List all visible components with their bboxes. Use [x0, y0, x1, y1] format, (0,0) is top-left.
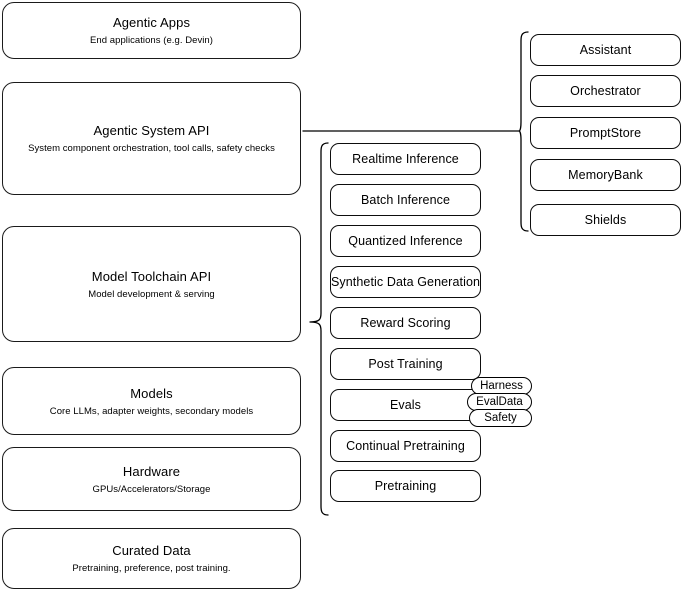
stack-layer-subtitle: System component orchestration, tool cal… — [28, 143, 275, 154]
capability-synthetic-data-generation[interactable]: Synthetic Data Generation — [330, 266, 481, 298]
capability-reward-scoring[interactable]: Reward Scoring — [330, 307, 481, 339]
capability-realtime-inference[interactable]: Realtime Inference — [330, 143, 481, 175]
component-label: Assistant — [579, 42, 632, 57]
capability-pretraining[interactable]: Pretraining — [330, 470, 481, 502]
capability-post-training[interactable]: Post Training — [330, 348, 481, 380]
stack-layer-title: Hardware — [122, 463, 181, 479]
stack-layer-title: Model Toolchain API — [91, 268, 212, 284]
stack-layer-title: Agentic System API — [93, 123, 210, 138]
capability-label: Continual Pretraining — [346, 438, 465, 453]
component-shields[interactable]: Shields — [530, 204, 681, 236]
capability-label: Synthetic Data Generation — [330, 274, 481, 289]
right-brace — [518, 31, 529, 232]
capability-label: Post Training — [368, 356, 443, 371]
capability-batch-inference[interactable]: Batch Inference — [330, 184, 481, 216]
middle-brace — [309, 142, 329, 516]
component-label: Orchestrator — [570, 83, 641, 98]
component-memorybank[interactable]: MemoryBank — [530, 159, 681, 191]
evals-tag-label: Harness — [480, 379, 523, 392]
capability-label: Realtime Inference — [352, 151, 459, 166]
capability-quantized-inference[interactable]: Quantized Inference — [330, 225, 481, 257]
stack-layer-subtitle: Pretraining, preference, post training. — [72, 563, 231, 574]
stack-layer-subtitle: End applications (e.g. Devin) — [90, 35, 213, 46]
capability-evals[interactable]: Evals — [330, 389, 481, 421]
stack-layer-agentic-apps[interactable]: Agentic Apps End applications (e.g. Devi… — [2, 2, 301, 59]
evals-tag-label: Safety — [484, 411, 517, 424]
capability-label: Batch Inference — [360, 192, 451, 207]
stack-layer-title: Curated Data — [112, 543, 191, 558]
stack-layer-agentic-system-api[interactable]: Agentic System API System component orch… — [2, 82, 301, 195]
stack-layer-title: Agentic Apps — [112, 15, 191, 30]
evals-tag-safety[interactable]: Safety — [469, 409, 532, 427]
stack-layer-curated-data[interactable]: Curated Data Pretraining, preference, po… — [2, 528, 301, 589]
stack-layer-subtitle: Core LLMs, adapter weights, secondary mo… — [49, 405, 254, 417]
capability-label: Pretraining — [374, 478, 437, 493]
stack-layer-title: Models — [130, 385, 173, 401]
component-assistant[interactable]: Assistant — [530, 34, 681, 66]
capability-label: Quantized Inference — [348, 233, 463, 248]
stack-layer-hardware[interactable]: Hardware GPUs/Accelerators/Storage — [2, 447, 301, 511]
stack-layer-model-toolchain-api[interactable]: Model Toolchain API Model development & … — [2, 226, 301, 342]
component-label: Shields — [584, 212, 627, 227]
stack-layer-subtitle: GPUs/Accelerators/Storage — [92, 483, 211, 495]
capability-label: Reward Scoring — [360, 315, 451, 330]
stack-layer-models[interactable]: Models Core LLMs, adapter weights, secon… — [2, 367, 301, 435]
component-label: PromptStore — [569, 125, 642, 140]
stack-layer-subtitle: Model development & serving — [88, 288, 215, 300]
capability-continual-pretraining[interactable]: Continual Pretraining — [330, 430, 481, 462]
evals-tag-label: EvalData — [476, 395, 523, 408]
component-label: MemoryBank — [568, 167, 643, 182]
component-orchestrator[interactable]: Orchestrator — [530, 75, 681, 107]
component-promptstore[interactable]: PromptStore — [530, 117, 681, 149]
capability-label: Evals — [389, 397, 422, 412]
